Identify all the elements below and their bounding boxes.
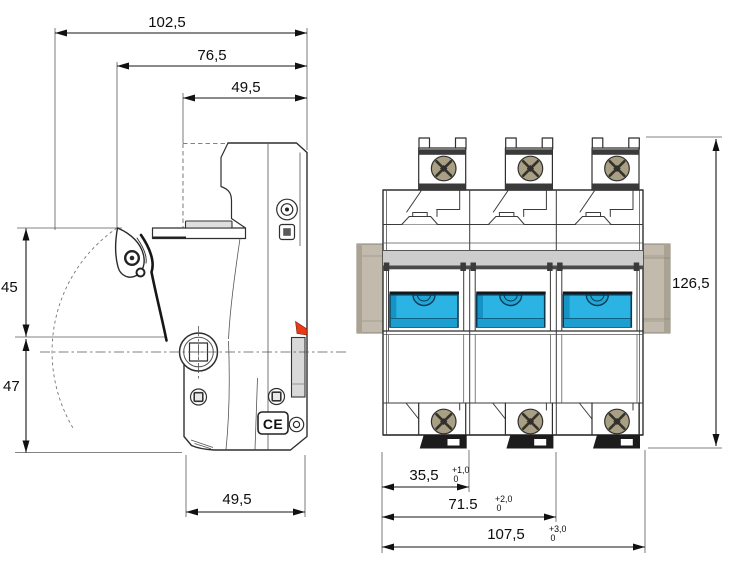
dim-label: 102,5: [148, 14, 186, 31]
dim-label: 107,5: [487, 526, 525, 543]
side-body-outline: [183, 142, 308, 451]
din-clip-red-mark: [295, 320, 308, 336]
square-nut-icon: [278, 223, 296, 241]
grommet-icon: [276, 198, 298, 221]
front-body-edge-lines: [386, 190, 640, 435]
dim-side-inner-depth: 49,5: [183, 79, 307, 102]
ce-mark-label: CE: [263, 416, 283, 432]
dim-tolerance-plus: +1,0: [452, 465, 469, 475]
dim-side-lower-height: 47: [3, 339, 30, 453]
dim-width-3pole: 107,5 +3,0 0: [382, 524, 645, 551]
dim-tolerance-minus: 0: [497, 503, 502, 513]
dim-label: 35,5: [409, 467, 438, 484]
dim-label: 71.5: [448, 496, 477, 513]
din-clip-slider: [290, 336, 306, 398]
ledge-pad: [184, 220, 233, 229]
dim-label: 76,5: [197, 47, 226, 64]
dim-front-widths: 35,5 +1,0 0 71.5 +2,0 0 107,5 +3,0 0: [381, 450, 646, 553]
clamp-band: [383, 250, 643, 270]
dim-label: 47: [3, 378, 20, 395]
bottom-hatch: [190, 439, 214, 450]
side-view: CE 102,5 76,5 49,5 45 47: [1, 14, 346, 517]
dim-tolerance-plus: +3,0: [549, 524, 566, 534]
carrier-latch: [114, 227, 146, 278]
dim-side-overall-depth: 102,5: [55, 14, 307, 37]
latch-pin: [135, 267, 146, 278]
dim-tolerance-minus: 0: [454, 474, 459, 484]
inner-contours: [225, 238, 258, 450]
side-upper-notch: [220, 142, 247, 229]
dim-label: 49,5: [231, 79, 260, 96]
dim-front-height: 126,5: [646, 136, 722, 449]
dim-side-upper-height: 45: [1, 228, 30, 337]
open-carrier-edge: [139, 233, 168, 342]
dim-tolerance-plus: +2,0: [495, 494, 512, 504]
ce-mark: CE: [257, 411, 289, 435]
dim-label: 126,5: [672, 275, 710, 292]
dim-label: 49,5: [222, 491, 251, 508]
approval-mark-icon: [288, 416, 305, 433]
dim-tolerance-minus: 0: [551, 533, 556, 543]
open-carrier-inner: [136, 237, 147, 264]
mounting-screw-icon: [189, 388, 208, 406]
front-view: 126,5 35,5 +1,0 0 71.5 +2,0 0 107,5 +3,0: [356, 136, 722, 553]
dim-width-2pole: 71.5 +2,0 0: [382, 494, 556, 521]
dim-width-1pole: 35,5 +1,0 0: [382, 465, 469, 491]
mounting-screw-icon: [267, 387, 286, 406]
dim-side-middle-depth: 76,5: [117, 47, 307, 70]
carrier-swing-arc: [51, 227, 118, 429]
dim-side-base-depth: 49,5: [186, 491, 305, 516]
extension-lines: [15, 28, 308, 517]
side-body-fill: [140, 143, 307, 450]
dim-label: 45: [1, 279, 18, 296]
hidden-projection-lines: [182, 143, 228, 233]
pole-separators: [469, 189, 557, 436]
